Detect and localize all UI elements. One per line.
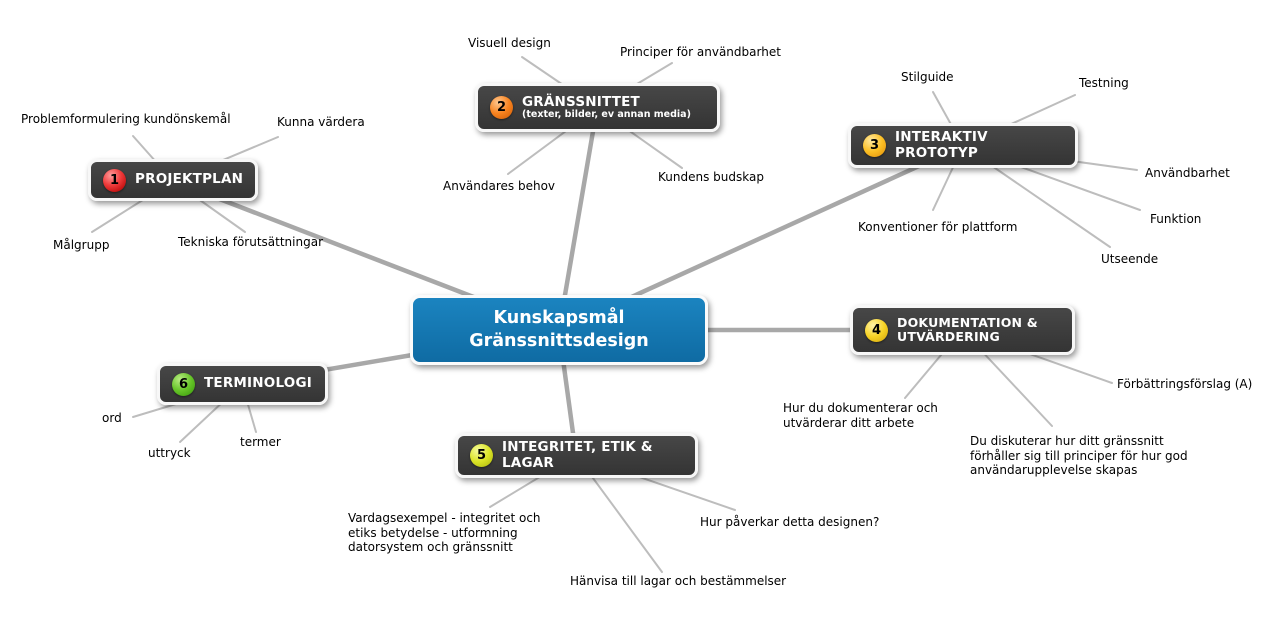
branch-node-terminologi[interactable]: 6 TERMINOLOGI [157, 363, 328, 405]
leaf-funktion[interactable]: Funktion [1150, 212, 1202, 226]
branch-node-title: INTEGRITET, ETIK & LAGAR [502, 438, 653, 471]
branch-node-dokumentation-utvardering[interactable]: 4 DOKUMENTATION & UTVÄRDERING [850, 305, 1075, 355]
leaf-ord[interactable]: ord [102, 411, 122, 425]
root-node-title: Kunskapsmål Gränssnittsdesign [469, 308, 649, 351]
leaf-du-diskuterar[interactable]: Du diskuterar hur ditt gränssnitt förhål… [970, 434, 1188, 478]
leaf-utseende[interactable]: Utseende [1101, 252, 1159, 266]
branch-node-integritet-etik-lagar[interactable]: 5 INTEGRITET, ETIK & LAGAR [455, 433, 698, 478]
leaf-hur-du-dokumenterar[interactable]: Hur du dokumenterar och utvärderar ditt … [783, 401, 938, 430]
branch-1-number-badge-icon: 1 [103, 168, 126, 192]
leaf-termer[interactable]: termer [240, 435, 281, 449]
root-node[interactable]: Kunskapsmål Gränssnittsdesign [410, 295, 708, 365]
leaf-problemformulering[interactable]: Problemformulering kundönskemål [21, 112, 231, 126]
leaf-tekniska-forutsattningar[interactable]: Tekniska förutsättningar [178, 235, 323, 249]
leaf-kunna-vardera[interactable]: Kunna värdera [277, 115, 365, 129]
branch-node-title: GRÄNSSNITTET [522, 93, 640, 110]
leaf-forbattringsforslag[interactable]: Förbättringsförslag (A) [1117, 377, 1253, 391]
branch-node-title: PROJEKTPLAN [135, 171, 244, 188]
leaf-vardagsexempel[interactable]: Vardagsexempel - integritet och etiks be… [348, 511, 541, 555]
branch-node-title: INTERAKTIV PROTOTYP [895, 128, 988, 161]
leaf-hur-paverkar-designen[interactable]: Hur påverkar detta designen? [700, 515, 880, 529]
branch-2-number-badge-icon: 2 [490, 96, 513, 119]
leaf-hanvisa-lagar[interactable]: Hänvisa till lagar och bestämmelser [570, 574, 787, 588]
leaf-principer-anvandbarhet[interactable]: Principer för användbarhet [620, 45, 781, 59]
branch-node-projektplan[interactable]: 1 PROJEKTPLAN [88, 159, 258, 201]
branch-4-number-badge-icon: 4 [865, 318, 888, 342]
leaf-konventioner-plattform[interactable]: Konventioner för plattform [858, 220, 1018, 234]
leaf-uttryck[interactable]: uttryck [148, 446, 191, 460]
branch-node-subtitle: (texter, bilder, ev annan media) [522, 109, 691, 121]
branch-6-number-badge-icon: 6 [172, 372, 195, 396]
branch-node-title: TERMINOLOGI [204, 375, 312, 392]
branch-node-title: DOKUMENTATION & UTVÄRDERING [897, 314, 1038, 344]
leaf-anvandares-behov[interactable]: Användares behov [443, 179, 556, 193]
leaf-anvandbarhet[interactable]: Användbarhet [1145, 166, 1230, 180]
leaf-stilguide[interactable]: Stilguide [901, 70, 954, 84]
branch-line-granssnittet [556, 105, 600, 333]
branch-3-number-badge-icon: 3 [863, 134, 886, 157]
branch-5-number-badge-icon: 5 [470, 444, 493, 467]
branch-node-interaktiv-prototyp[interactable]: 3 INTERAKTIV PROTOTYP [848, 123, 1078, 168]
branch-node-granssnittet[interactable]: 2 GRÄNSSNITTET (texter, bilder, ev annan… [475, 83, 720, 132]
leaf-kundens-budskap[interactable]: Kundens budskap [658, 170, 764, 184]
leaf-visuell-design[interactable]: Visuell design [468, 36, 551, 50]
leaf-testning[interactable]: Testning [1079, 76, 1129, 90]
leaf-malgrupp[interactable]: Målgrupp [53, 238, 110, 252]
